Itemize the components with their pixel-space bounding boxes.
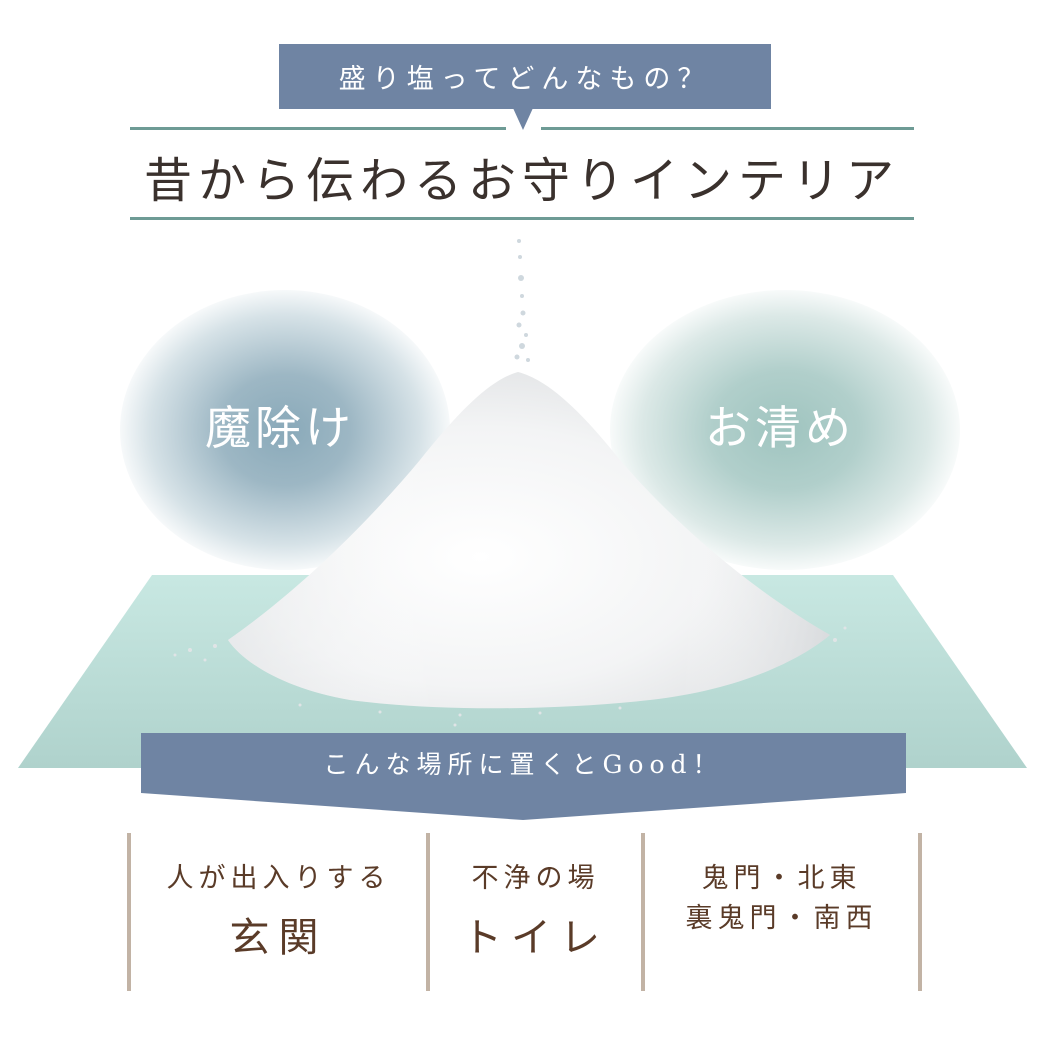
title-rule-top-right (541, 127, 914, 130)
placement-column-directions: 鬼門・北東 裏鬼門・南西 (645, 833, 918, 991)
column-divider (426, 833, 430, 991)
label-pointer (513, 108, 533, 130)
page-title: 昔から伝わるお守りインテリア (143, 153, 900, 209)
column-caption: 不浄の場 (471, 863, 600, 894)
title-rule-top-left (130, 127, 506, 130)
column-divider (918, 833, 922, 991)
direction-line: 裏鬼門・南西 (685, 903, 878, 934)
column-place: トイレ (462, 915, 609, 961)
column-divider (127, 833, 131, 991)
column-caption: 人が出入りする (166, 863, 391, 894)
title-rule-bottom (130, 217, 914, 220)
placement-column-entrance: 人が出入りする 玄関 (131, 833, 426, 991)
question-label: 盛り塩ってどんなもの？ (279, 44, 771, 109)
effect-label-right: お清め (705, 401, 855, 455)
effect-label-left: 魔除け (205, 401, 355, 455)
column-divider (641, 833, 645, 991)
placement-column-toilet: 不浄の場 トイレ (430, 833, 641, 991)
direction-line: 鬼門・北東 (701, 863, 862, 894)
banner-label: こんな場所に置くとGood！ (323, 750, 724, 779)
column-place: 玄関 (229, 915, 328, 961)
placement-banner (141, 733, 906, 820)
